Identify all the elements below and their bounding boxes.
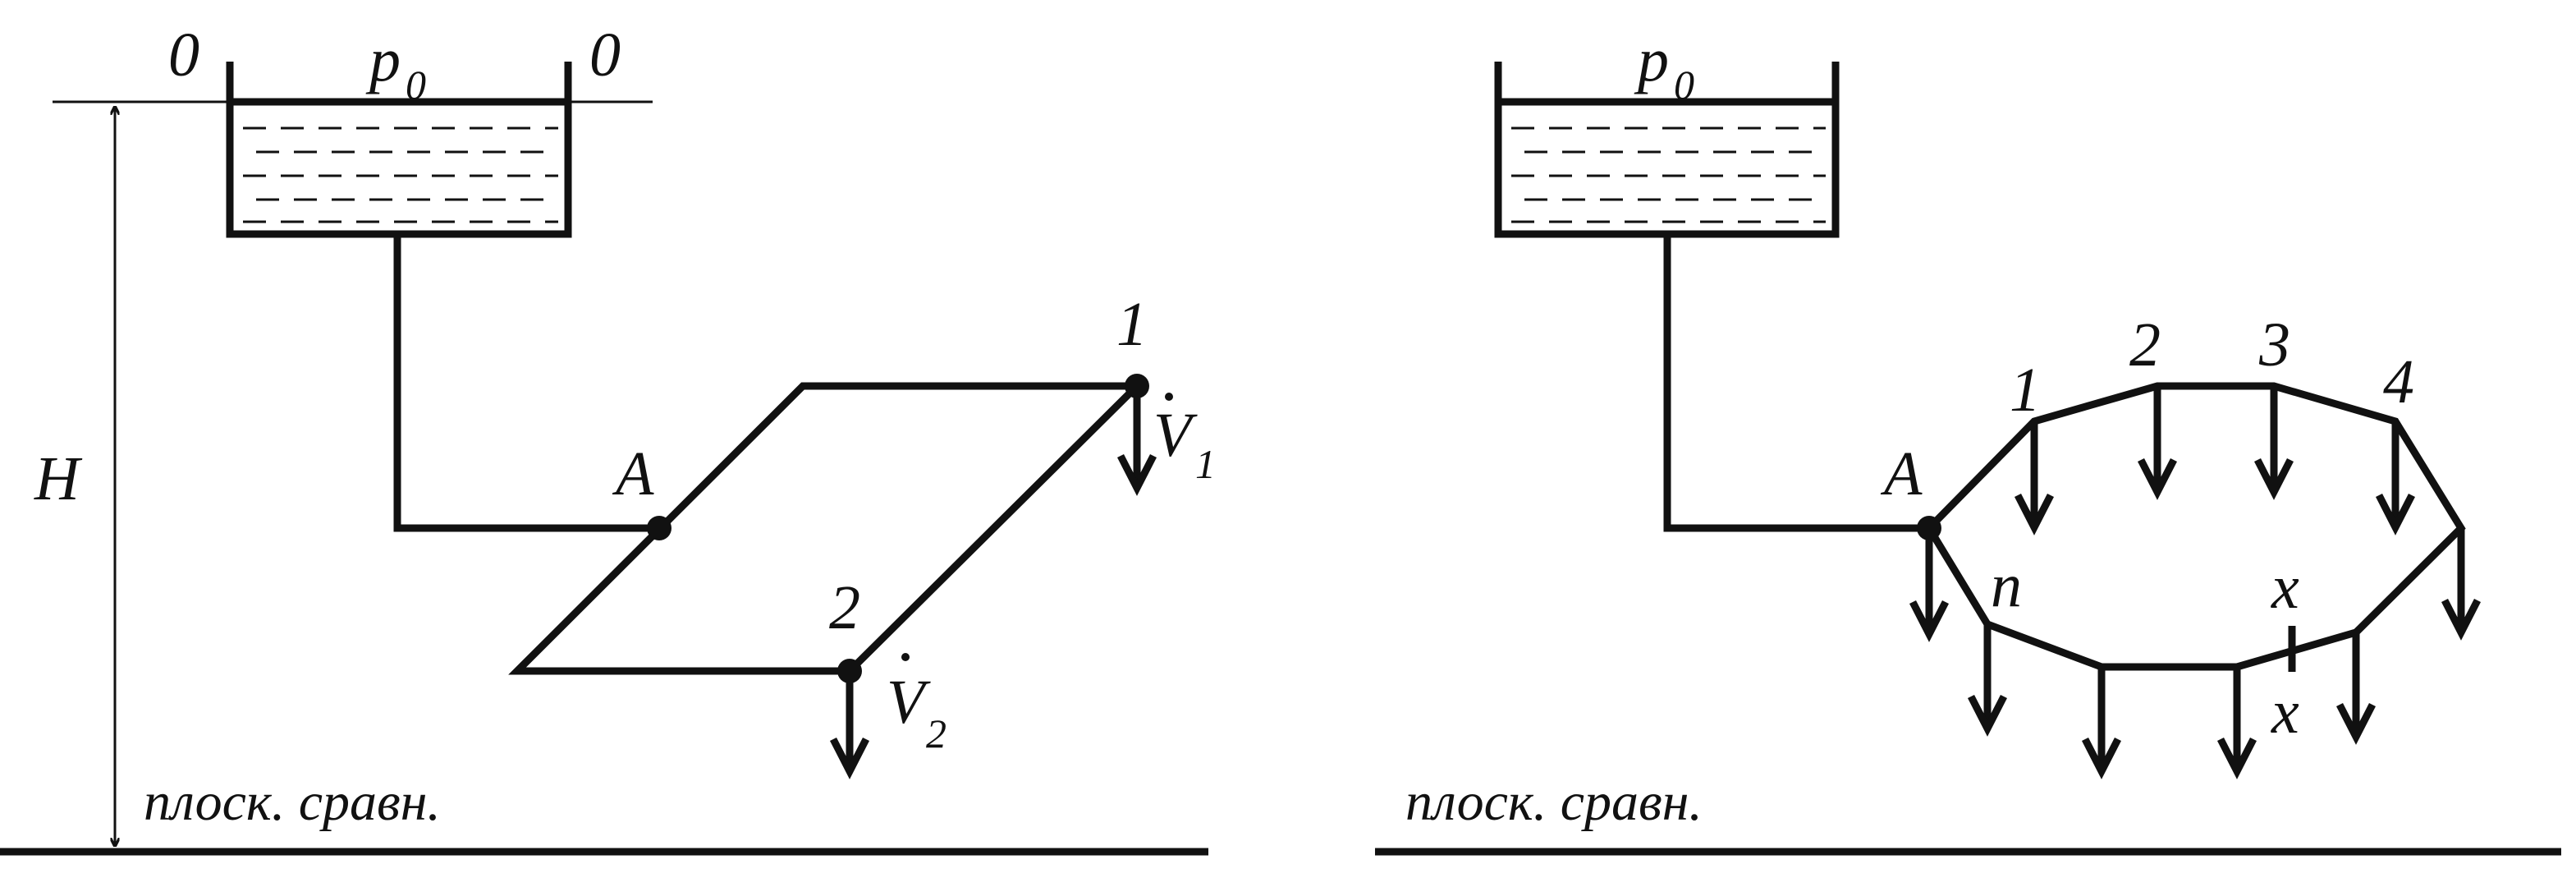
right-outflow-arrows <box>1909 386 2482 779</box>
left-node-1 <box>1125 374 1149 398</box>
right-outflow-1 <box>2014 421 2055 536</box>
right-node-a-label: A <box>1880 439 1923 508</box>
section-label-top: x <box>2271 553 2299 622</box>
right-ring-main <box>1924 382 2466 671</box>
left-flow-1-dot <box>1165 393 1173 401</box>
left-outflow-2 <box>829 679 870 779</box>
right-scheme: p 0 A 1 2 3 4 n x x <box>1375 25 2561 856</box>
right-reference-label: плоск. сравн. <box>1405 772 1703 832</box>
left-outflow-1 <box>1116 394 1157 496</box>
left-scheme: 0 0 p 0 H A 1 2 V 1 V 2 <box>0 21 1216 856</box>
right-outflow-4 <box>2375 421 2416 536</box>
left-node-a-label: A <box>612 439 654 508</box>
right-node-4-label: 4 <box>2383 347 2414 416</box>
right-node-1-label: 1 <box>2010 356 2041 425</box>
right-liquid-hatching <box>1511 126 1826 223</box>
right-node-3-label: 3 <box>2258 310 2290 379</box>
right-pressure-subscript: 0 <box>1674 62 1694 108</box>
right-outflow-2 <box>2137 386 2178 500</box>
left-flow-2-label: V <box>887 668 931 737</box>
left-node-2 <box>837 659 862 683</box>
left-reference-label: плоск. сравн. <box>144 772 441 832</box>
right-node-n-label: n <box>1991 551 2022 620</box>
right-outflow-9 <box>1967 624 2008 737</box>
right-outflow-5 <box>2441 528 2482 641</box>
left-flow-2-dot <box>901 653 910 661</box>
left-node-a <box>647 516 672 540</box>
right-node-a <box>1917 516 1941 540</box>
left-flow-1-label: V <box>1153 401 1198 470</box>
section-label-bottom: x <box>2271 678 2299 747</box>
right-outflow-6 <box>2335 632 2377 745</box>
left-node-2-label: 2 <box>829 573 860 642</box>
left-supply-pipe <box>393 234 659 532</box>
right-outflow-a <box>1909 536 1950 642</box>
left-level-label-right: 0 <box>589 21 621 90</box>
left-pressure-subscript: 0 <box>406 62 426 108</box>
height-label: H <box>34 444 83 513</box>
right-pressure-label: p <box>1634 25 1669 94</box>
right-outflow-3 <box>2253 386 2294 500</box>
right-outflow-7 <box>2216 667 2257 779</box>
right-supply-pipe <box>1663 234 1929 532</box>
left-pressure-label: p <box>365 25 401 94</box>
right-outflow-8 <box>2081 667 2122 779</box>
right-node-2-label: 2 <box>2129 310 2161 379</box>
left-flow-2-subscript: 2 <box>926 710 947 756</box>
left-flow-1-subscript: 1 <box>1195 441 1216 487</box>
left-liquid-hatching <box>243 126 558 223</box>
left-node-1-label: 1 <box>1116 290 1148 359</box>
left-level-label-left: 0 <box>168 21 199 90</box>
